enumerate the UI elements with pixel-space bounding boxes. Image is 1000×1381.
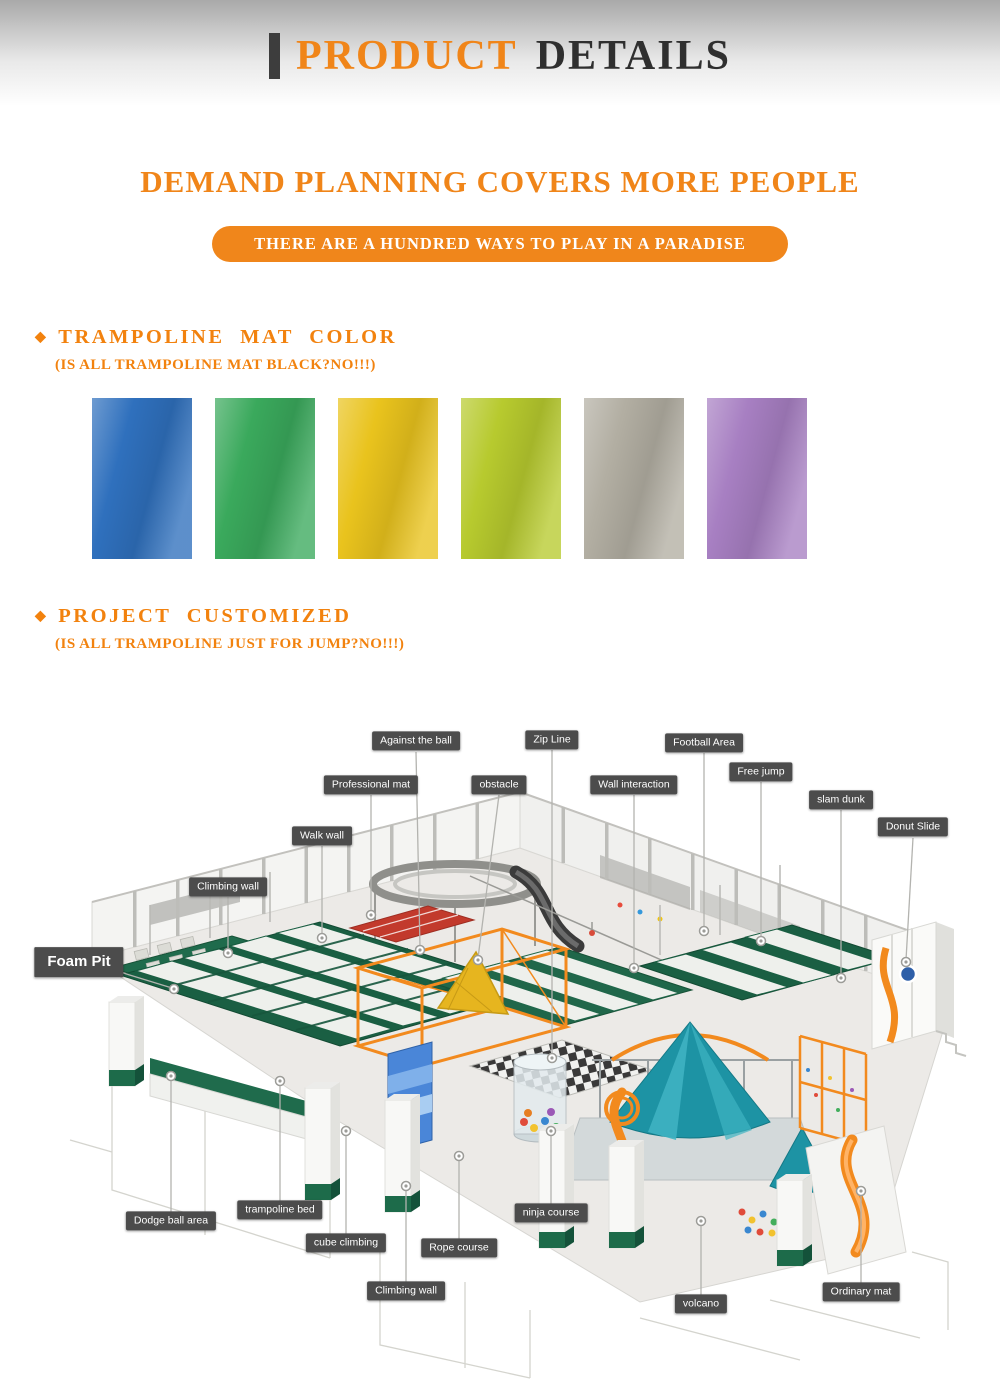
mat-swatch-green [215, 398, 315, 559]
label-climbing-wall-lower: Climbing wall [367, 1281, 445, 1301]
label-against-the-ball: Against the ball [372, 731, 460, 751]
label-zip-line: Zip Line [525, 730, 579, 750]
customized-title: PROJECT CUSTOMIZED [58, 605, 352, 627]
trampoline-park-render [69, 750, 967, 1379]
title-accent-bar [269, 33, 281, 79]
mat-color-swatches [35, 398, 1000, 559]
label-foam-pit: Foam Pit [34, 947, 124, 977]
label-rope-course: Rope course [421, 1238, 497, 1258]
diamond-bullet-icon: ◆ [35, 609, 49, 624]
label-walk-wall: Walk wall [292, 826, 352, 846]
label-wall-interaction: Wall interaction [590, 775, 678, 795]
label-trampoline-bed: trampoline bed [237, 1200, 323, 1220]
tube-slide [509, 865, 585, 953]
title-primary: PRODUCT [296, 33, 518, 79]
title-secondary: DETAILS [535, 33, 731, 79]
mat-color-section: ◆ TRAMPOLINE MAT COLOR (IS ALL TRAMPOLIN… [0, 326, 1000, 559]
label-professional-mat: Professional mat [323, 775, 419, 795]
page-title: PRODUCT DETAILS [269, 32, 731, 80]
label-cube-climbing: cube climbing [305, 1233, 387, 1253]
label-football-area: Football Area [665, 733, 743, 753]
mat-color-title-row: ◆ TRAMPOLINE MAT COLOR [35, 326, 1000, 349]
label-obstacle: obstacle [471, 775, 527, 795]
trampoline-grid-right [638, 865, 896, 1001]
leader-endpoints [165, 909, 912, 1227]
mat-swatch-yellow-green [461, 398, 561, 559]
columns [108, 996, 812, 1267]
label-climbing-wall-upper: Climbing wall [189, 877, 267, 897]
mat-swatch-purple [707, 398, 807, 559]
leader-lines [119, 750, 914, 1295]
red-mat-zone [348, 905, 476, 943]
mat-color-title: TRAMPOLINE MAT COLOR [58, 326, 397, 348]
customized-subtitle: (IS ALL TRAMPOLINE JUST FOR JUMP?NO!!!) [55, 636, 405, 652]
label-free-jump: Free jump [729, 762, 793, 782]
label-dodge-ball-area: Dodge ball area [125, 1211, 217, 1231]
floorplan-sketch [69, 1058, 949, 1379]
headline: DEMAND PLANNING COVERS MORE PEOPLE [140, 164, 860, 199]
diamond-bullet-icon: ◆ [35, 330, 49, 345]
mat-swatch-gray [584, 398, 684, 559]
tagline-banner: THERE ARE A HUNDRED WAYS TO PLAY IN A PA… [212, 226, 788, 262]
customized-title-row: ◆ PROJECT CUSTOMIZED [35, 605, 1000, 628]
wall-interaction-dots [617, 902, 663, 922]
front-slide-tower [805, 1125, 907, 1275]
mat-swatch-blue [92, 398, 192, 559]
customized-section: ◆ PROJECT CUSTOMIZED (IS ALL TRAMPOLINE … [0, 605, 1000, 653]
label-ordinary-mat: Ordinary mat [822, 1282, 900, 1302]
label-donut-slide: Donut Slide [877, 817, 949, 837]
mat-color-subtitle: (IS ALL TRAMPOLINE MAT BLACK?NO!!!) [55, 357, 376, 373]
header-banner: PRODUCT DETAILS [0, 0, 1000, 112]
label-volcano: volcano [674, 1294, 728, 1314]
label-ninja-course: ninja course [514, 1203, 588, 1223]
label-slam-dunk: slam dunk [809, 790, 873, 810]
donut-slide-tower [871, 921, 967, 1057]
mat-swatch-golden-yellow [338, 398, 438, 559]
